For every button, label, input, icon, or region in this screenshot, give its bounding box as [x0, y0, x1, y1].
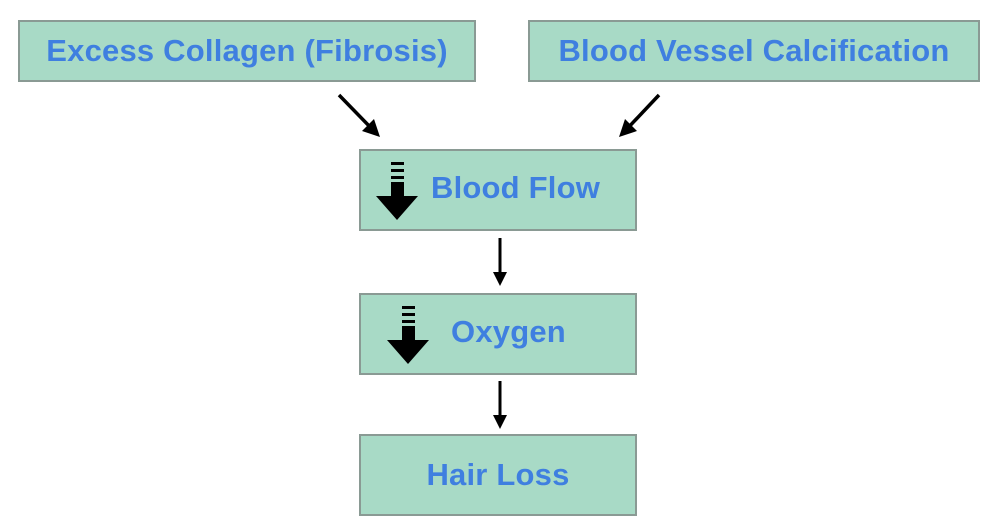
node-blood-vessel-calcification: Blood Vessel Calcification — [528, 20, 980, 82]
decrease-arrow-icon — [376, 162, 418, 220]
arrow-fibrosis-to-blood-flow — [337, 93, 380, 137]
node-label: Blood Vessel Calcification — [558, 33, 950, 68]
node-label: Blood Flow — [431, 170, 601, 205]
node-label: Excess Collagen (Fibrosis) — [46, 33, 448, 68]
decrease-arrow-icon — [387, 306, 429, 364]
arrow-blood-flow-to-oxygen — [493, 238, 507, 286]
node-label: Oxygen — [451, 314, 566, 349]
node-blood-flow: Blood Flow — [359, 149, 637, 231]
arrow-calcification-to-blood-flow — [619, 93, 661, 137]
arrow-oxygen-to-hair-loss — [493, 381, 507, 429]
node-hair-loss: Hair Loss — [359, 434, 637, 516]
node-excess-collagen: Excess Collagen (Fibrosis) — [18, 20, 476, 82]
node-oxygen: Oxygen — [359, 293, 637, 375]
node-label: Hair Loss — [426, 457, 570, 492]
